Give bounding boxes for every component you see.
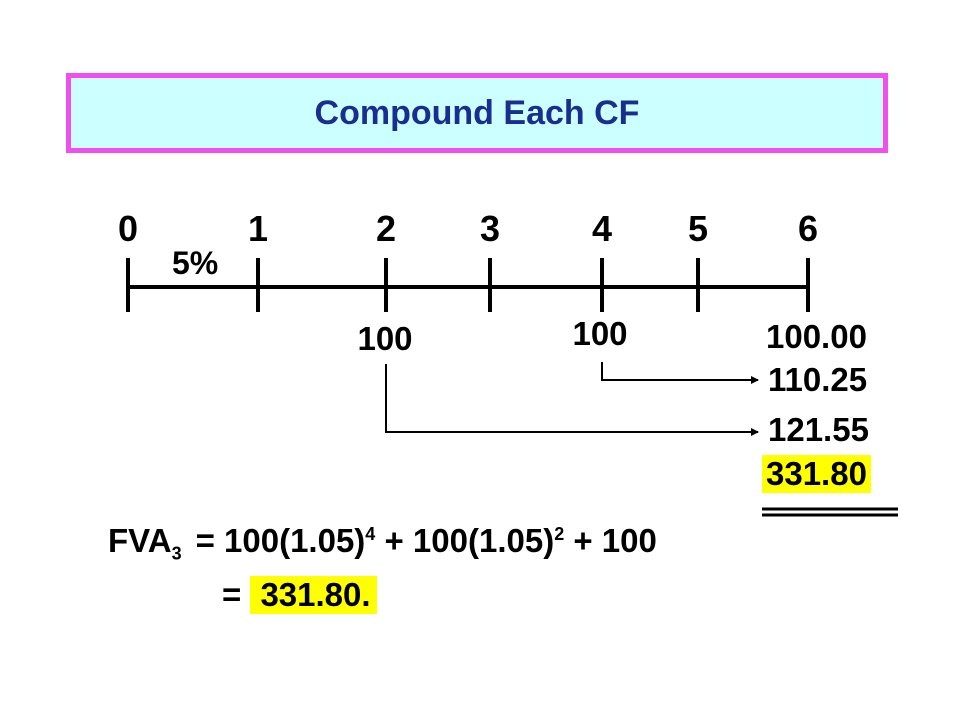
fv-total: 331.80 <box>762 455 871 493</box>
cash-flow-period-2: 100 <box>357 320 413 357</box>
fv-period-2: 121.55 <box>768 411 869 448</box>
arrow-period4-to-fv <box>601 362 759 384</box>
formula-exponent-2: 2 <box>554 524 565 544</box>
result-equals: = <box>222 576 242 613</box>
formula-exponent-1: 4 <box>365 524 376 544</box>
fv-period-4: 110.25 <box>768 361 868 398</box>
arrow-period2-to-fv <box>385 364 759 436</box>
cash-flow-period-4: 100 <box>572 315 628 352</box>
slide-title: Compound Each CF <box>314 93 640 132</box>
period-label-5: 5 <box>687 208 709 249</box>
period-label-3: 3 <box>479 208 501 249</box>
period-label-2: 2 <box>375 208 397 249</box>
fv-period-6: 100.00 <box>766 318 867 355</box>
period-label-0: 0 <box>117 208 139 249</box>
formula-term-2: + 100(1.05) <box>375 522 555 559</box>
formula-result: 331.80. <box>250 576 377 614</box>
formula-line: FVA3 = 100(1.05)4 + 100(1.05)2 + 100 <box>108 522 657 565</box>
formula-result-line: = 331.80. <box>222 576 377 614</box>
title-box: Compound Each CF <box>66 73 888 153</box>
period-label-6: 6 <box>797 208 819 249</box>
interest-rate-label: 5% <box>172 245 219 281</box>
period-label-1: 1 <box>247 208 269 249</box>
formula-lhs: FVA <box>108 522 172 559</box>
period-label-4: 4 <box>591 208 613 249</box>
formula-term-1: = 100(1.05) <box>195 522 366 559</box>
formula-lhs-subscript: 3 <box>171 543 182 564</box>
formula-term-3: + 100 <box>564 522 657 559</box>
